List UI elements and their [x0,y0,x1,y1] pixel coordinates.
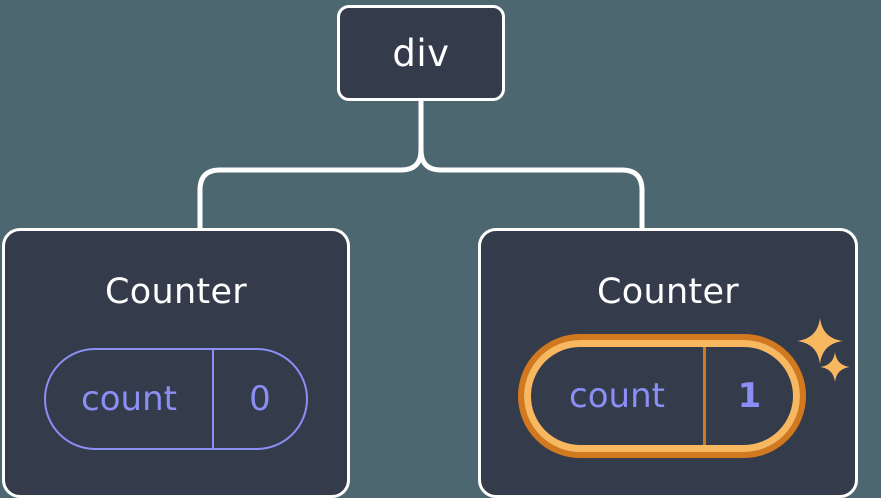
node-counter-right-title: Counter [597,272,739,312]
highlight-ring-inner: count 1 [524,340,800,452]
node-div[interactable]: div [337,5,505,101]
state-key-label: count [531,347,706,445]
node-div-label: div [392,31,450,75]
state-value-label: 1 [737,376,762,416]
state-pill-count-left[interactable]: count 0 [44,348,308,450]
highlight-ring-outer [518,334,806,458]
state-pill-count-right-highlighted[interactable]: count 1 [518,334,806,458]
state-value-label: 0 [249,379,271,419]
state-key-label: count [46,350,214,448]
node-counter-left-title: Counter [105,272,247,312]
